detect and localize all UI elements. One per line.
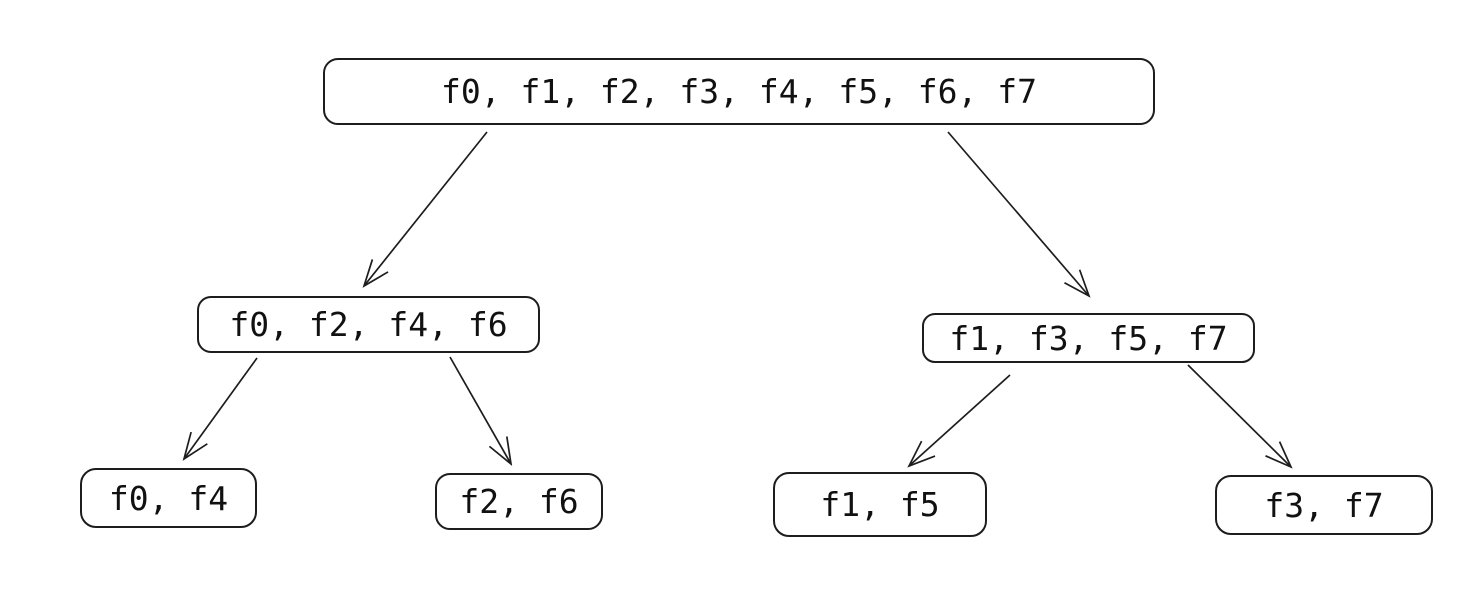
arrow-evens-to-f0f4 [182,357,258,461]
tree-node-f0-f4-label: f0, f4 [108,478,229,518]
tree-node-odds: f1, f3, f5, f7 [922,313,1255,363]
arrow-root-to-evens [362,131,488,288]
tree-node-f3-f7-label: f3, f7 [1264,485,1384,525]
tree-node-root: f0, f1, f2, f3, f4, f5, f6, f7 [323,58,1155,125]
arrow-odds-to-f3f7 [1187,364,1293,469]
arrow-evens-to-f2f6 [449,356,513,467]
tree-node-evens: f0, f2, f4, f6 [197,296,540,353]
tree-node-f2-f6-label: f2, f6 [459,482,579,521]
tree-node-evens-label: f0, f2, f4, f6 [229,305,508,344]
tree-node-f1-f5: f1, f5 [773,472,987,537]
tree-node-f0-f4: f0, f4 [80,468,257,528]
tree-node-f3-f7: f3, f7 [1215,475,1433,535]
tree-node-f2-f6: f2, f6 [435,473,603,530]
arrow-root-to-odds [947,131,1091,298]
tree-node-root-label: f0, f1, f2, f3, f4, f5, f6, f7 [440,72,1038,111]
arrow-odds-to-f1f5 [907,374,1011,468]
tree-node-odds-label: f1, f3, f5, f7 [949,318,1228,358]
tree-node-f1-f5-label: f1, f5 [820,485,940,524]
